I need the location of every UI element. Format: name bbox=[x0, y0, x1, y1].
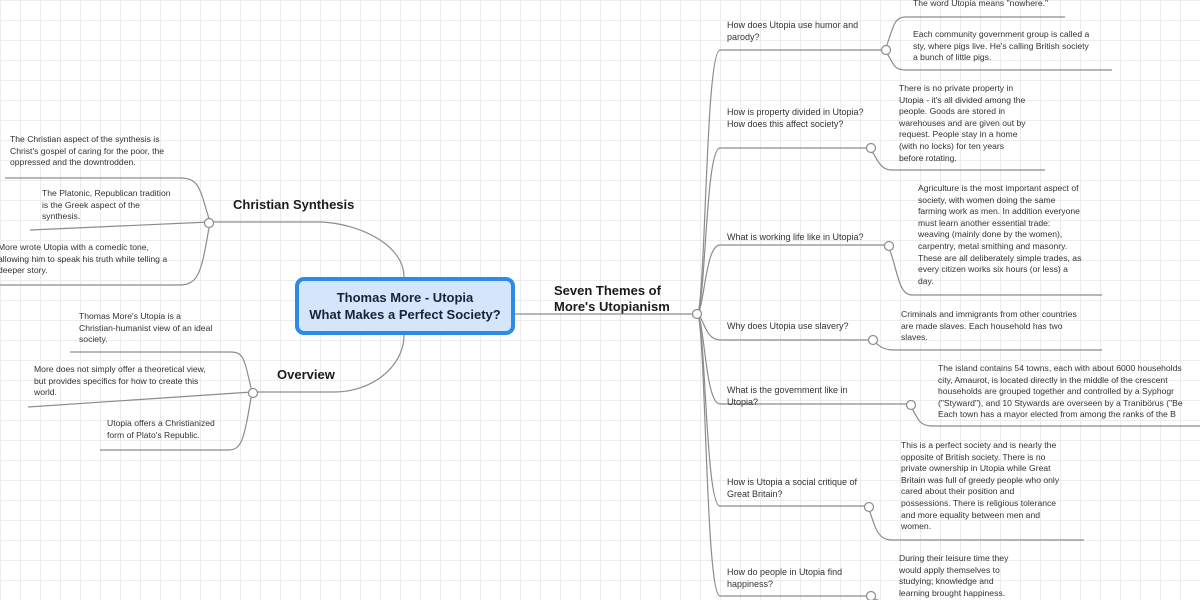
connector-theme-5 bbox=[697, 313, 910, 405]
central-topic-subtitle: What Makes a Perfect Society? bbox=[309, 307, 501, 322]
overview-note-specifics[interactable]: More does not simply offer a theoretical… bbox=[34, 364, 206, 398]
connector-theme3-answer bbox=[887, 244, 1102, 296]
theme2-handle bbox=[865, 142, 877, 154]
connector-theme-7 bbox=[697, 313, 870, 597]
connector-christian-note2 bbox=[29, 221, 211, 231]
theme1-handle bbox=[880, 44, 892, 56]
theme-question-humor-parody[interactable]: How does Utopia use humor and parody? bbox=[727, 20, 859, 42]
theme-question-working-life[interactable]: What is working life like in Utopia? bbox=[727, 232, 864, 242]
theme5-handle bbox=[905, 399, 917, 411]
connector-overview-note3 bbox=[100, 391, 253, 451]
connector-christian-note3 bbox=[0, 221, 211, 286]
theme-answer-government[interactable]: The island contains 54 towns, each with … bbox=[938, 363, 1183, 420]
connector-central-christian bbox=[210, 221, 405, 278]
topic-overview[interactable]: Overview bbox=[277, 367, 335, 382]
theme-answer-sty-pigs[interactable]: Each community government group is calle… bbox=[913, 29, 1090, 63]
connector-theme-3 bbox=[697, 244, 888, 315]
christian-note-comedic-tone[interactable]: More wrote Utopia with a comedic tone, a… bbox=[0, 242, 168, 276]
overview-node-handle bbox=[247, 387, 259, 399]
topic-christian-synthesis[interactable]: Christian Synthesis bbox=[233, 197, 355, 212]
theme-answer-working-life[interactable]: Agriculture is the most important aspect… bbox=[918, 183, 1082, 286]
connector-theme-6 bbox=[697, 313, 868, 507]
christian-note-christ-gospel[interactable]: The Christian aspect of the synthesis is… bbox=[10, 134, 165, 168]
connector-theme-2 bbox=[697, 147, 870, 315]
connector-theme1-answer1 bbox=[884, 16, 1065, 51]
connector-overview-note1 bbox=[70, 351, 253, 393]
theme-answer-happiness[interactable]: During their leisure time they would app… bbox=[899, 553, 1009, 598]
theme-answer-social-critique[interactable]: This is a perfect society and is nearly … bbox=[901, 440, 1060, 532]
theme7-handle bbox=[865, 590, 877, 600]
connector-theme-1 bbox=[697, 49, 885, 315]
theme-question-social-critique[interactable]: How is Utopia a social critique of Great… bbox=[727, 477, 858, 499]
connector-central-overview bbox=[252, 334, 405, 393]
topic-seven-themes[interactable]: Seven Themes of More's Utopianism bbox=[554, 283, 670, 315]
theme-answer-utopia-nowhere[interactable]: The word Utopia means "nowhere." bbox=[913, 0, 1049, 8]
theme3-handle bbox=[883, 240, 895, 252]
central-topic[interactable]: Thomas More - Utopia What Makes a Perfec… bbox=[295, 277, 515, 335]
central-topic-title: Thomas More - Utopia bbox=[336, 290, 474, 305]
theme-question-property[interactable]: How is property divided in Utopia? How d… bbox=[727, 107, 864, 129]
theme6-handle bbox=[863, 501, 875, 513]
theme4-handle bbox=[867, 334, 879, 346]
christian-node-handle bbox=[203, 217, 215, 229]
theme-answer-property[interactable]: There is no private property in Utopia -… bbox=[899, 83, 1026, 163]
connector-overview-note2 bbox=[27, 391, 253, 408]
theme-question-government[interactable]: What is the government like in Utopia? bbox=[727, 385, 848, 407]
connector-theme6-answer bbox=[867, 505, 1084, 541]
overview-note-christian-humanist[interactable]: Thomas More's Utopia is a Christian-huma… bbox=[79, 311, 213, 345]
overview-note-christianized-republic[interactable]: Utopia offers a Christianized form of Pl… bbox=[107, 418, 215, 440]
theme-answer-slavery[interactable]: Criminals and immigrants from other coun… bbox=[901, 309, 1077, 343]
connector-christian-note1 bbox=[5, 177, 211, 223]
topic-seven-themes-line1: Seven Themes of bbox=[554, 283, 661, 298]
christian-note-platonic-tradition[interactable]: The Platonic, Republican tradition is th… bbox=[42, 188, 171, 222]
themes-node-handle bbox=[691, 308, 703, 320]
topic-seven-themes-line2: More's Utopianism bbox=[554, 299, 670, 314]
theme-question-slavery[interactable]: Why does Utopia use slavery? bbox=[727, 321, 849, 331]
theme-question-happiness[interactable]: How do people in Utopia find happiness? bbox=[727, 567, 843, 589]
